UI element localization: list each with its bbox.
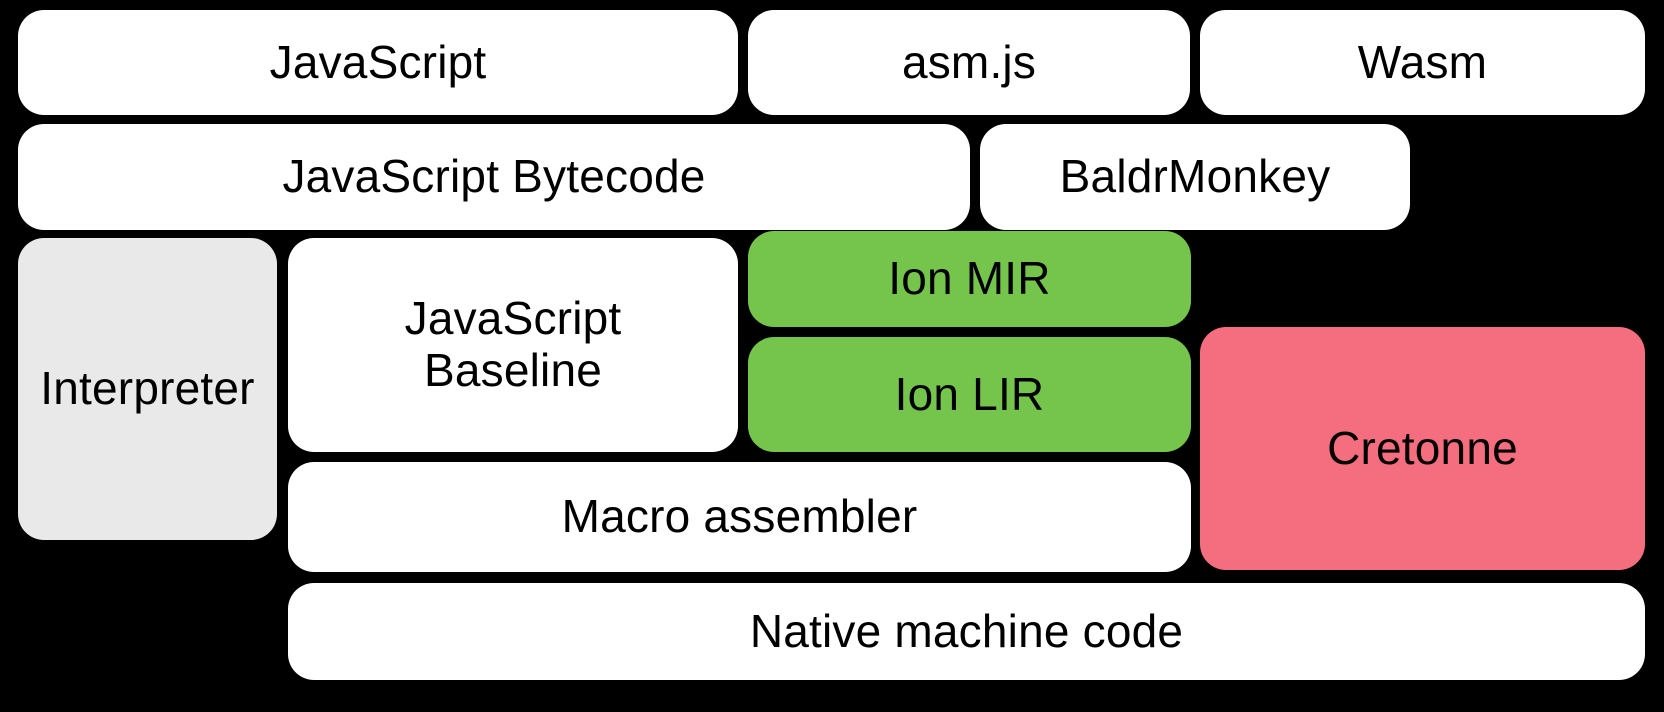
node-label: JavaScript Bytecode	[282, 150, 706, 203]
node-asmjs[interactable]: asm.js	[748, 10, 1190, 115]
node-cretonne[interactable]: Cretonne	[1200, 327, 1645, 570]
node-label: Ion LIR	[894, 367, 1045, 420]
node-label: Macro assembler	[561, 490, 918, 543]
node-label: BaldrMonkey	[1059, 150, 1331, 203]
node-label: Wasm	[1357, 35, 1488, 88]
node-label: Interpreter	[40, 362, 255, 415]
node-label: JavaScript Baseline	[404, 292, 622, 396]
node-label: asm.js	[901, 35, 1037, 88]
node-ion-lir[interactable]: Ion LIR	[748, 337, 1191, 452]
node-wasm[interactable]: Wasm	[1200, 10, 1645, 115]
node-ion-mir[interactable]: Ion MIR	[748, 231, 1191, 327]
node-javascript[interactable]: JavaScript	[18, 10, 738, 115]
node-javascript-baseline[interactable]: JavaScript Baseline	[288, 238, 738, 452]
node-label: Native machine code	[749, 604, 1184, 657]
node-javascript-bytecode[interactable]: JavaScript Bytecode	[18, 124, 970, 230]
node-macro-assembler[interactable]: Macro assembler	[288, 462, 1191, 572]
node-label: Ion MIR	[888, 252, 1051, 305]
node-label: JavaScript	[269, 35, 487, 88]
node-baldrmonkey[interactable]: BaldrMonkey	[980, 124, 1410, 230]
node-native-machine-code[interactable]: Native machine code	[288, 583, 1645, 680]
node-interpreter[interactable]: Interpreter	[18, 238, 277, 540]
node-label: Cretonne	[1327, 421, 1518, 474]
